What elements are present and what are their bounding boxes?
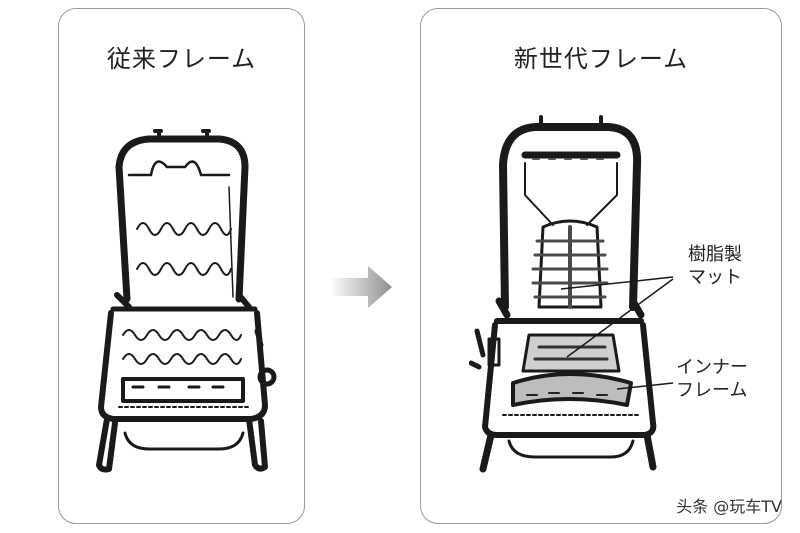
new-generation-seat-frame-illustration xyxy=(469,115,657,473)
panel-conventional-frame: 従来フレーム xyxy=(58,8,305,524)
callout-resin-mat-label: 樹脂製 マット xyxy=(688,243,742,289)
callout-inner-frame-label: インナー フレーム xyxy=(676,356,748,402)
watermark: 头条 @玩车TV xyxy=(676,497,782,516)
panel-title: 新世代フレーム xyxy=(513,45,689,73)
callout-line: 樹脂製 xyxy=(688,244,742,265)
panel-title: 従来フレーム xyxy=(106,45,257,73)
panel-new-generation-frame: 新世代フレーム xyxy=(420,8,782,524)
callout-leader-lines xyxy=(560,276,674,390)
transition-arrow-icon xyxy=(330,266,392,308)
callout-line: マット xyxy=(688,267,742,288)
callout-line: インナー xyxy=(676,357,748,378)
callout-line: フレーム xyxy=(676,380,748,401)
conventional-seat-frame-illustration xyxy=(96,129,277,473)
